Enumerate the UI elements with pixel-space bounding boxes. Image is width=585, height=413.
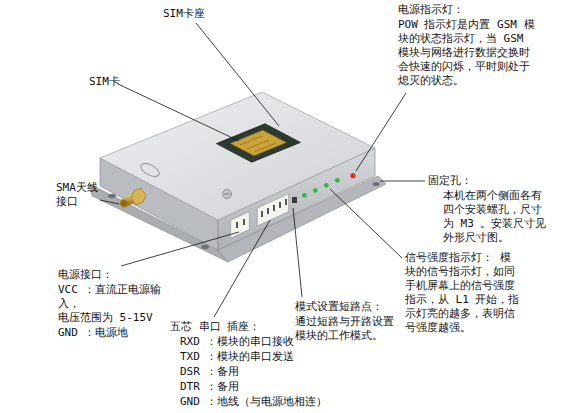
callout-label: GND ：电源地 bbox=[58, 326, 129, 340]
callout-label: 本机在两个侧面各有四个安装螺孔，尺寸为 M3 。安装尺寸见外形尺寸图。 bbox=[443, 189, 549, 245]
callout-label: SIM卡 bbox=[89, 75, 120, 89]
callout-label: DTR ：备用 bbox=[180, 380, 240, 394]
callout-label: 电源接口： bbox=[58, 268, 113, 282]
callout-label: VCC ：直流正电源输入， bbox=[58, 283, 164, 311]
power-connector bbox=[231, 212, 250, 239]
power-led bbox=[350, 173, 355, 178]
callout-label: SMA天线接口 bbox=[56, 181, 100, 209]
mode-jumper bbox=[292, 197, 297, 203]
screw bbox=[223, 190, 232, 199]
mount-hole bbox=[201, 245, 209, 249]
sim-card bbox=[230, 130, 286, 156]
callout-label: DSR ：备用 bbox=[180, 365, 240, 379]
connector-pins bbox=[236, 199, 287, 228]
callout-label: 通过短路与开路设置模块的工作模式。 bbox=[295, 315, 399, 343]
callout-label: SIM卡座 bbox=[163, 7, 205, 21]
callout-label: 电源指示灯： bbox=[398, 3, 464, 17]
mount-hole bbox=[108, 194, 116, 198]
mount-hole bbox=[373, 182, 380, 186]
top-face bbox=[100, 92, 375, 220]
callout-label: TXD ：模块的串口发送 bbox=[180, 350, 295, 364]
serial-connector bbox=[257, 194, 288, 226]
callout-label: 五芯 串口 插座： bbox=[170, 320, 260, 334]
signal-led bbox=[302, 178, 340, 198]
leader-line bbox=[100, 23, 425, 317]
callout-label: RXD ：模块的串口接收 bbox=[180, 335, 295, 349]
callout-label: 电压范围为 5-15V bbox=[58, 311, 153, 325]
sma-nut bbox=[131, 188, 146, 205]
callout-label: 信号强度指示灯： 模块的信号指示灯，如同手机屏幕上的信号强度指示，从 L1 开始… bbox=[405, 251, 520, 335]
callout-label: POW 指示灯是内置 GSM 模块的状态指示灯，当 GSM 模块与网络进行数据交… bbox=[398, 18, 540, 88]
callout-label: 固定孔： bbox=[428, 174, 472, 188]
logo-mark bbox=[139, 161, 161, 179]
callout-label: 模式设置短路点： bbox=[295, 300, 383, 314]
callout-label: GND ：地线（与电源地相连） bbox=[180, 395, 328, 409]
sim-holder bbox=[216, 124, 300, 162]
